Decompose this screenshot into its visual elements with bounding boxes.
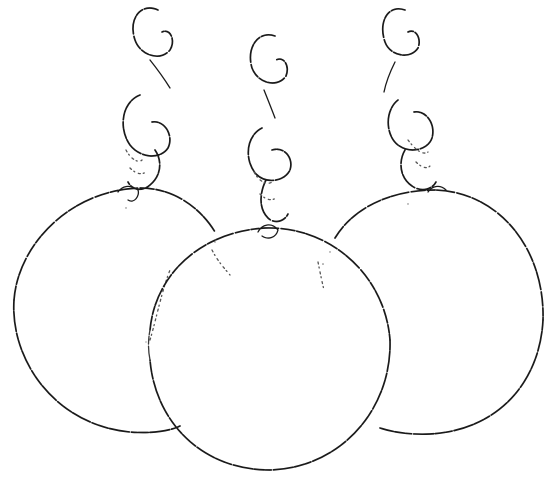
scan-speckles [125, 203, 408, 342]
middle-spiral-top [250, 35, 287, 83]
left-spiral-top [133, 8, 172, 56]
middle-circle-inner-mark [212, 250, 230, 275]
middle-circle-lower [150, 340, 390, 470]
middle-spiral-tail [264, 90, 275, 118]
right-spiral-top [383, 9, 419, 55]
left-spiral-mid [123, 95, 170, 156]
right-spiral-speckle [408, 140, 430, 168]
middle-circle-left-edge [149, 330, 151, 360]
right-circle-inner-edge [318, 262, 324, 290]
right-spiral-lower [401, 150, 436, 189]
right-ornament [318, 9, 543, 434]
right-circle [335, 190, 543, 320]
middle-spiral-lower [261, 180, 288, 221]
right-spiral-mid [388, 100, 433, 150]
middle-spiral-speckle [254, 172, 276, 200]
middle-ornament [149, 35, 391, 470]
middle-cap [258, 225, 278, 238]
left-spiral-tail [150, 60, 170, 88]
right-spiral-tail [384, 62, 395, 92]
left-circle [14, 188, 215, 300]
middle-circle [150, 228, 390, 340]
right-circle-lower [380, 320, 543, 434]
left-ornament [14, 8, 215, 432]
